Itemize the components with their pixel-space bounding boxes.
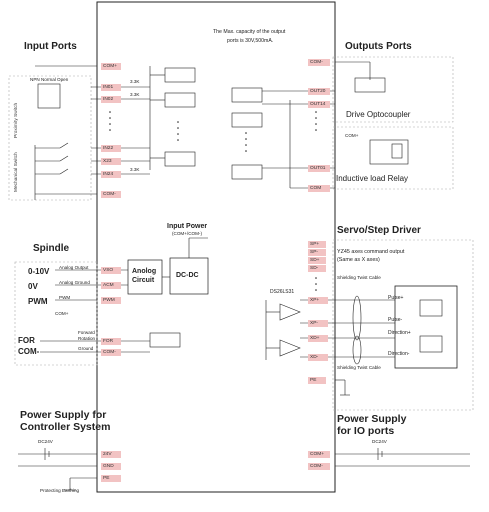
pulse-plus-label: Pulse+ (388, 295, 404, 301)
pin-sd-plus: SD+ (308, 257, 326, 264)
pin-vso: VSO (101, 267, 121, 274)
dcdc-box (169, 257, 209, 295)
rotation-label: Rotation (78, 336, 96, 341)
psu-controller-title-2: Controller System (20, 421, 111, 433)
pin-in01: IN01 (101, 84, 121, 91)
spindle-group-border (14, 261, 98, 366)
analog-label-2: Circuit (132, 277, 155, 284)
pin-xp-minus: XP- (308, 320, 328, 327)
input-ports-title: Input Ports (24, 41, 77, 52)
cable-label-2: Shielding Twist Cable (337, 365, 381, 370)
output-optocouplers (231, 87, 263, 180)
pin-pe: PE (101, 475, 121, 482)
chip-label: DS26LS31 (270, 289, 295, 295)
psu-io-voltage: DC24V (372, 439, 387, 444)
npn-sensor-label: NPN Normal Open (30, 77, 69, 82)
pwm-small-label: PWM (59, 295, 71, 300)
pin-in24: IN24 (101, 171, 121, 178)
optocoupler-group-border (332, 56, 454, 123)
servo-note-1: YZ45 axes command output (337, 249, 405, 255)
spindle-pwm: PWM (28, 297, 48, 306)
pin-24v: 24V (101, 451, 121, 458)
pin-gnd: GND (101, 463, 121, 470)
relay-com-plus-label: COM+ (345, 133, 359, 138)
spindle-com-minus: COM- (18, 347, 40, 356)
pin-sp-plus: SP+ (308, 241, 326, 248)
psu-controller-voltage: DC24V (38, 439, 53, 444)
pin-r-com-plus: COM+ (308, 451, 330, 458)
pin-com-minus-2: COM- (101, 349, 121, 356)
pin-xd-plus: XD+ (308, 335, 328, 342)
pin-for: FOR (101, 338, 121, 345)
pin-com-plus: COM+ (101, 63, 121, 70)
proximity-switch-label: Proximity Switch (14, 102, 19, 138)
mechanical-switch-label: Mechanical Switch (14, 152, 19, 192)
relay-group-border (332, 126, 454, 190)
capacity-note-line1: The Max. capacity of the output (213, 29, 286, 35)
inductive-relay-label: Inductive load Relay (336, 174, 409, 183)
resistor-label-3: 3.3K (130, 167, 140, 172)
pin-r-com: COM (308, 185, 330, 192)
pin-com-minus: COM- (101, 191, 121, 198)
pin-xp-plus: XP+ (308, 297, 328, 304)
drive-optocoupler-label: Drive Optocoupler (346, 110, 411, 119)
servo-driver-box (394, 285, 458, 369)
direction-minus-label: Direction- (388, 351, 410, 357)
pin-r-com-minus: COM- (308, 59, 330, 66)
pin-pwm: PWM (101, 297, 121, 304)
resistor-label-1: 3.3K (130, 79, 140, 84)
spindle-com-plus: COM+ (55, 311, 69, 316)
input-optocouplers (164, 67, 196, 167)
servo-group-border (332, 239, 474, 411)
psu-controller-title-1: Power Supply for (20, 409, 107, 421)
controller-box (96, 1, 336, 493)
spindle-title: Spindle (33, 243, 70, 254)
pin-xd-minus: XD- (308, 354, 328, 361)
servo-note-2: (Same as X axes) (337, 257, 380, 263)
pulse-minus-label: Pulse- (388, 317, 403, 323)
pin-in02: IN02 (101, 96, 121, 103)
dcdc-label: DC-DC (176, 272, 199, 279)
pin-out20: OUT20 (308, 88, 330, 95)
psu-io-title-1: Power Supply (337, 413, 407, 425)
pin-out14: OUT14 (308, 101, 330, 108)
resistor-label-2: 3.3K (130, 92, 140, 97)
spindle-0-10v: 0-10V (28, 267, 50, 276)
spindle-0v: 0V (28, 282, 38, 291)
pin-r-com-minus-2: COM- (308, 463, 330, 470)
analog-ground-label: Analog Ground (59, 280, 90, 285)
pin-in22: IN22 (101, 145, 121, 152)
forward-label: Forward (78, 330, 95, 335)
cable-label-1: Shielding Twist Cable (337, 275, 381, 280)
analog-label-1: Anolog (132, 268, 157, 275)
output-ports-title: Outputs Ports (345, 41, 412, 52)
input-group-border (8, 75, 92, 201)
pin-acm: ACM (101, 282, 121, 289)
pin-x23: X23 (101, 158, 121, 165)
capacity-note-line2: ports is 30V,500mA. (227, 38, 274, 44)
ground-label: Ground (78, 346, 94, 351)
input-power-sub: (COM+/COM-) (172, 231, 202, 236)
pin-r-pe: PE (308, 377, 326, 384)
input-power-title: Input Power (167, 223, 208, 230)
pin-out01: OUT01 (308, 165, 330, 172)
ellipsis-dots (109, 111, 317, 291)
direction-plus-label: Direction+ (388, 330, 411, 336)
servo-title: Servo/Step Driver (337, 225, 421, 236)
protecting-earth-label: Protecting Earthing (40, 488, 80, 493)
psu-io-title-2: for IO ports (337, 425, 395, 437)
pin-sd-minus: SD- (308, 265, 326, 272)
pin-sp-minus: SP- (308, 249, 326, 256)
spindle-for: FOR (18, 336, 35, 345)
analog-output-label: Analog Output (59, 265, 89, 270)
